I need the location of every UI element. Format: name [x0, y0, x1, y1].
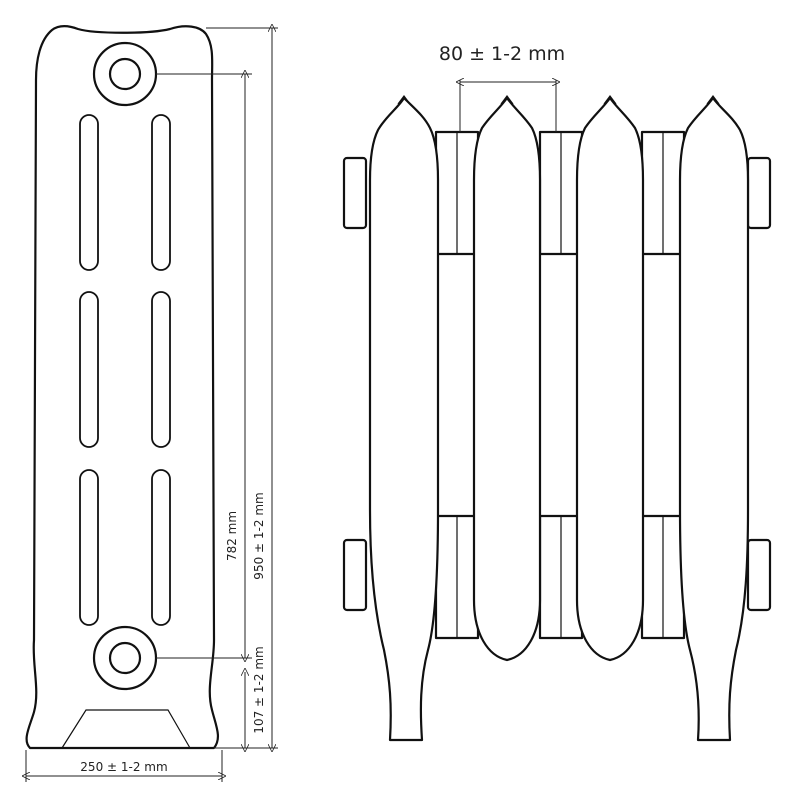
foot-height-label: 107 ± 1-2 mm [252, 646, 266, 733]
total-height-label: 950 ± 1-2 mm [252, 492, 266, 579]
front-section-3 [575, 96, 645, 662]
axis-distance-label: 782 mm [225, 511, 239, 561]
right-lower-plug [746, 538, 772, 612]
left-lower-plug [342, 538, 368, 612]
lower-nipple-boss [92, 625, 158, 691]
side-foot-opening [61, 709, 191, 749]
front-section-2 [472, 96, 542, 662]
right-upper-plug [746, 156, 772, 230]
upper-nipple-boss [92, 41, 158, 107]
width-label: 250 ± 1-2 mm [80, 760, 167, 774]
side-slots [79, 114, 171, 626]
front-section-4 [678, 96, 750, 742]
front-view: 80 ± 1-2 mm [342, 43, 772, 742]
lower-nipples [434, 514, 686, 640]
section-pitch-label: 80 ± 1-2 mm [439, 43, 565, 65]
side-view: 782 mm 950 ± 1-2 mm 107 ± 1-2 mm 250 ± 1… [26, 26, 278, 782]
front-section-1 [368, 96, 440, 742]
left-upper-plug [342, 156, 368, 230]
